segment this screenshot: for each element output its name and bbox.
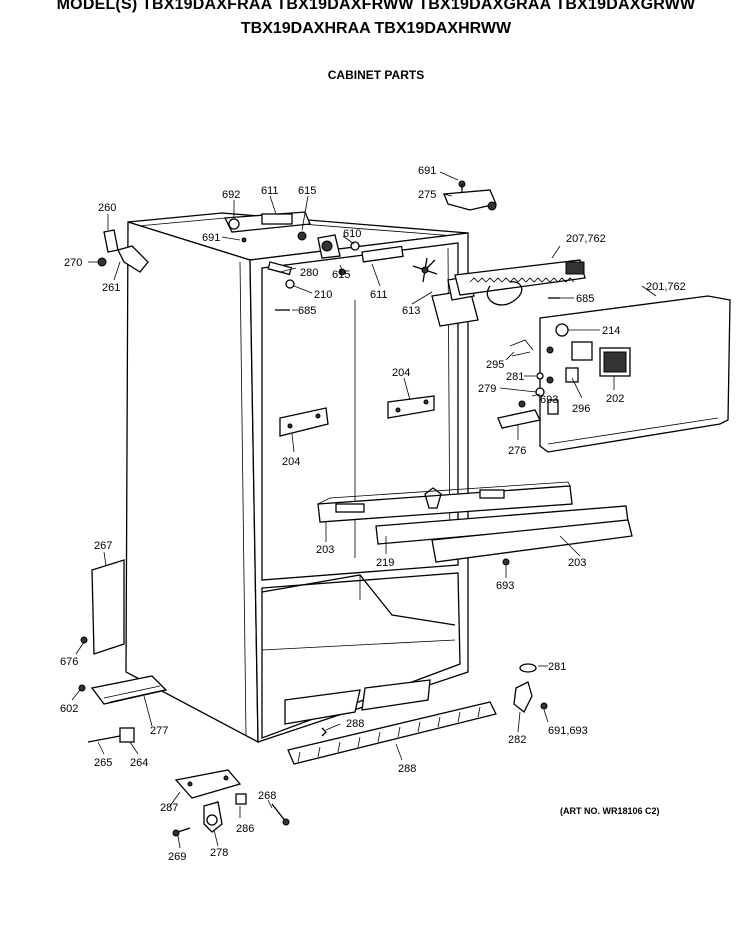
callout-691-693: 691,693 [548, 725, 588, 737]
callout-204-right: 204 [392, 367, 410, 379]
callout-676: 676 [60, 656, 78, 668]
side-panel-parts [78, 559, 168, 705]
grille-slats [297, 706, 481, 763]
callout-613: 613 [402, 305, 420, 317]
callout-280: 280 [300, 267, 318, 279]
callout-281-low: 281 [548, 661, 566, 673]
callout-261: 261 [102, 282, 120, 294]
callout-277: 277 [150, 725, 168, 737]
callout-615-mid: 615 [332, 269, 350, 281]
callout-295: 295 [486, 359, 504, 371]
callout-288-low: 288 [398, 763, 416, 775]
leader-lines [71, 171, 657, 849]
callout-260: 260 [98, 202, 116, 214]
models-line-1: MODEL(S) TBX19DAXFRAA TBX19DAXFRWW TBX19… [56, 0, 696, 13]
callout-219: 219 [376, 557, 394, 569]
callout-611-mid: 611 [370, 289, 388, 301]
callout-281-mid: 281 [506, 371, 524, 383]
callout-692: 692 [222, 189, 240, 201]
callout-207-762: 207,762 [566, 233, 606, 245]
callout-685-right: 685 [576, 293, 594, 305]
callout-691-left: 691 [202, 232, 220, 244]
callout-204-left: 204 [282, 456, 300, 468]
callout-203-right: 203 [568, 557, 586, 569]
callout-214: 214 [602, 325, 620, 337]
control-panel [497, 295, 731, 453]
callout-267: 267 [94, 540, 112, 552]
heater-coil [469, 277, 575, 283]
callout-296: 296 [572, 403, 590, 415]
callout-265: 265 [94, 757, 112, 769]
callout-288-mid: 288 [346, 718, 364, 730]
art-number: (ART NO. WR18106 C2) [560, 806, 660, 816]
callout-286: 286 [236, 823, 254, 835]
callout-279: 279 [478, 383, 496, 395]
callout-282: 282 [508, 734, 526, 746]
callout-691-top: 691 [418, 165, 436, 177]
callout-602: 602 [60, 703, 78, 715]
top-hinge-assembly [97, 180, 586, 327]
bottom-parts [87, 663, 548, 837]
callout-276: 276 [508, 445, 526, 457]
callout-203-left: 203 [316, 544, 334, 556]
callout-264: 264 [130, 757, 148, 769]
models-line-2: TBX19DAXHRAA TBX19DAXHRWW [240, 20, 512, 37]
section-subtitle: CABINET PARTS [327, 68, 425, 82]
callout-268: 268 [258, 790, 276, 802]
callout-201-762: 201,762 [646, 281, 686, 293]
divider-rails [317, 481, 633, 566]
callout-278: 278 [210, 847, 228, 859]
cabinet-body [125, 212, 469, 744]
callout-610: 610 [343, 228, 361, 240]
callout-611-top: 611 [261, 185, 279, 197]
callout-693-mid: 693 [540, 394, 558, 406]
callout-615-top: 615 [298, 185, 316, 197]
callout-693-low: 693 [496, 580, 514, 592]
callout-labels: 691 275 692 611 615 260 691 610 207,762 … [60, 165, 686, 863]
callout-275: 275 [418, 189, 436, 201]
callout-287: 287 [160, 802, 178, 814]
callout-685-left: 685 [298, 305, 316, 317]
callout-270: 270 [64, 257, 82, 269]
shelf-brackets [279, 395, 435, 437]
callout-210: 210 [314, 289, 332, 301]
callout-202: 202 [606, 393, 624, 405]
callout-269: 269 [168, 851, 186, 863]
